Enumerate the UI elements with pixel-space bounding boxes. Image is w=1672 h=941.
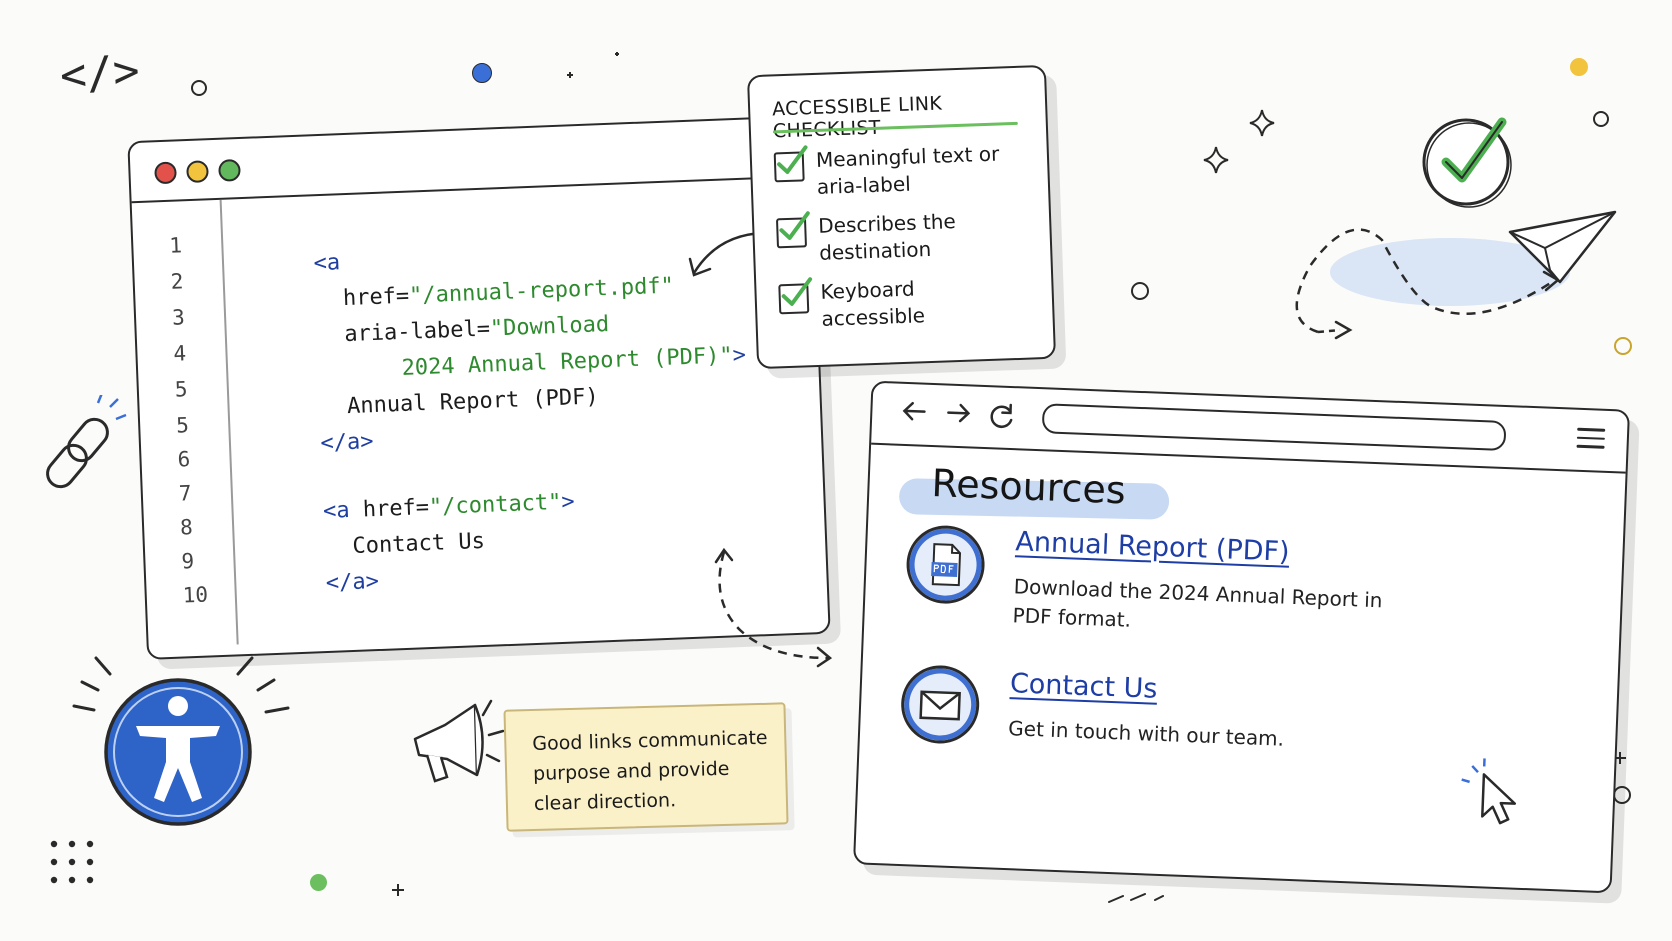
- decor-ring: [1613, 786, 1631, 804]
- checkbox-checked[interactable]: [775, 211, 810, 249]
- code-tag: </a>: [325, 568, 380, 597]
- decor-dot-green: [310, 874, 327, 891]
- code-symbol: </>: [58, 45, 142, 102]
- line-number: 8: [179, 515, 194, 540]
- decor-dot-yellow: [1570, 58, 1588, 76]
- reload-icon[interactable]: [988, 401, 1017, 430]
- sparkle-icon: [392, 884, 404, 896]
- decor-dashes: [1108, 893, 1164, 903]
- sparkle-icon: [567, 52, 619, 78]
- decor-ring: [1614, 337, 1632, 355]
- dot-grid-decoration: [50, 840, 94, 884]
- arrow-left-icon[interactable]: [900, 398, 929, 425]
- checkbox-checked[interactable]: [778, 277, 813, 315]
- code-tag: </a>: [320, 429, 374, 457]
- checklist-item: Meaningful text or aria-label: [773, 140, 1008, 202]
- accessibility-icon: [72, 656, 290, 826]
- accessible-link-checklist: ACCESSIBLE LINK CHECKLIST Meaningful tex…: [746, 64, 1057, 370]
- paper-plane-icon: [1295, 210, 1617, 340]
- dashed-arrow-icon: [714, 547, 833, 668]
- browser-window: Resources Annual Report (PDF) Download t…: [852, 380, 1631, 894]
- contact-us-link[interactable]: Contact Us: [1009, 668, 1158, 705]
- code-tag: >: [560, 489, 576, 515]
- editor-titlebar: [129, 117, 812, 204]
- code-tag: >: [732, 342, 747, 369]
- line-number: 2: [170, 269, 184, 294]
- checkmark-icon: [781, 277, 813, 306]
- megaphone-icon: [413, 699, 505, 783]
- mouse-cursor-icon: [1461, 758, 1517, 825]
- annual-report-link[interactable]: Annual Report (PDF): [1014, 526, 1291, 568]
- code-line: </a>: [245, 544, 380, 624]
- tip-note-card: Good links communicate purpose and provi…: [503, 702, 789, 832]
- maximize-window-dot[interactable]: [218, 159, 241, 182]
- chain-link-icon: [46, 395, 127, 489]
- line-number: 5: [174, 377, 188, 402]
- line-number: 7: [178, 481, 192, 506]
- resource-description: Download the 2024 Annual Report in PDF f…: [1012, 574, 1383, 632]
- checklist-title: ACCESSIBLE LINK CHECKLIST: [771, 92, 943, 143]
- checklist-item-label: Keyboard accessible: [820, 276, 926, 331]
- tip-note-text: Good links communicate purpose and provi…: [532, 726, 768, 815]
- decor-dot-blue: [472, 63, 492, 83]
- line-number: 5: [175, 413, 190, 438]
- envelope-glyph-icon: [919, 690, 961, 721]
- checklist-item-label: Describes the destination: [817, 209, 957, 265]
- pdf-file-icon: [905, 524, 987, 606]
- page-title: Resources: [930, 461, 1127, 513]
- envelope-icon: [899, 664, 981, 745]
- line-number: 9: [181, 549, 195, 574]
- line-number: 6: [177, 447, 191, 472]
- resource-description: Get in touch with our team.: [1007, 716, 1285, 751]
- decor-ring: [1131, 282, 1149, 300]
- decor-ring: [1593, 111, 1609, 127]
- checkbox-checked[interactable]: [773, 145, 808, 183]
- close-window-dot[interactable]: [154, 161, 177, 185]
- browser-toolbar: [871, 382, 1628, 474]
- line-number: 4: [173, 341, 187, 366]
- line-number: 3: [171, 305, 186, 330]
- hamburger-menu-icon[interactable]: [1576, 427, 1606, 451]
- success-check-badge-icon: [1422, 117, 1512, 208]
- address-bar-input[interactable]: [1041, 403, 1507, 451]
- checklist-item: Keyboard accessible: [778, 272, 1012, 334]
- checkmark-icon: [779, 211, 810, 240]
- line-number: 10: [182, 582, 209, 608]
- code-text: Annual Report (PDF): [346, 384, 600, 420]
- sparkle-star-icon: [1203, 109, 1275, 174]
- arrow-right-icon[interactable]: [944, 399, 973, 426]
- checklist-item-label: Meaningful text or aria-label: [815, 141, 1000, 199]
- checkmark-icon: [777, 145, 808, 174]
- minimize-window-dot[interactable]: [186, 160, 209, 184]
- line-number: 1: [168, 233, 183, 258]
- checklist-item: Describes the destination: [775, 206, 1010, 268]
- decor-ring: [191, 80, 207, 96]
- pdf-document-icon: [931, 543, 962, 587]
